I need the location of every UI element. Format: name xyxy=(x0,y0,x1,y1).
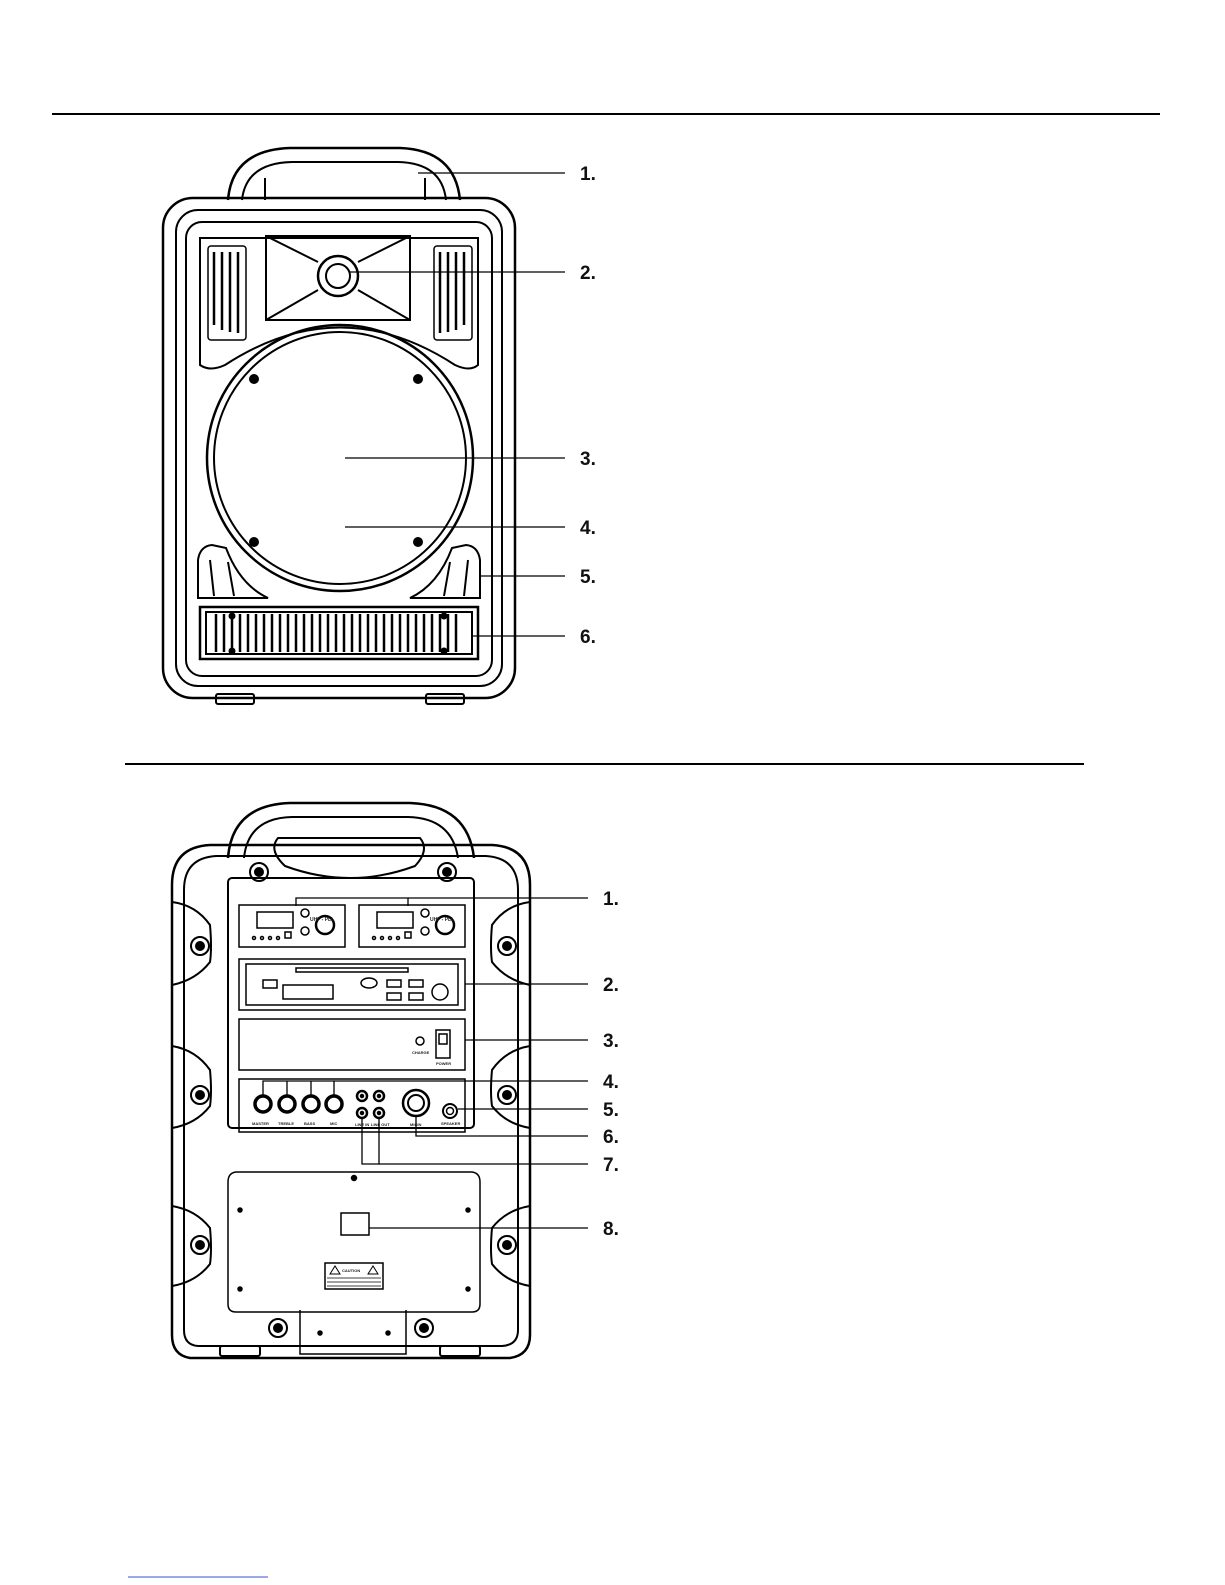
charge-label: CHARGE xyxy=(412,1050,430,1055)
rear-callout-4: 4. xyxy=(603,1072,619,1093)
front-callout-2: 2. xyxy=(580,263,596,284)
rear-power-module xyxy=(239,1019,465,1070)
front-side-vents-left xyxy=(208,246,246,340)
front-side-vents-right xyxy=(434,246,472,340)
mic-label: MIC xyxy=(330,1121,337,1126)
front-bottom-grille xyxy=(200,607,478,659)
rear-callout-7: 7. xyxy=(603,1155,619,1176)
front-callout-4: 4. xyxy=(580,518,596,539)
front-callouts: 1. 2. 3. 4. 5. 6. xyxy=(580,164,596,648)
rear-control-frame xyxy=(228,878,474,1128)
master-label: MASTER xyxy=(252,1121,269,1126)
speaker-label: SPEAKER xyxy=(441,1121,460,1126)
caution-label: CAUTION xyxy=(342,1268,360,1273)
front-callout-1: 1. xyxy=(580,164,596,185)
rear-cabinet xyxy=(172,845,530,1358)
rear-callout-8: 8. xyxy=(603,1219,619,1240)
front-grille-arch xyxy=(200,238,478,369)
rear-callout-2: 2. xyxy=(603,975,619,996)
front-callout-6: 6. xyxy=(580,627,596,648)
rear-media-player xyxy=(239,959,465,1010)
rear-callout-1: 1. xyxy=(603,889,619,910)
front-tweeter-horn xyxy=(266,236,410,320)
bass-label: BASS xyxy=(304,1121,315,1126)
rear-callouts: 1. 2. 3. 4. 5. 6. 7. 8. xyxy=(603,889,619,1240)
rear-handle xyxy=(228,803,474,858)
uhf-label-2: UHF - PLL xyxy=(430,917,454,923)
rear-callout-3: 3. xyxy=(603,1031,619,1052)
rear-battery-panel xyxy=(228,1172,480,1354)
power-label: POWER xyxy=(436,1061,451,1066)
rear-callout-6: 6. xyxy=(603,1127,619,1148)
rear-mixer-module xyxy=(239,1079,465,1132)
front-view xyxy=(163,148,515,704)
rear-callout-5: 5. xyxy=(603,1100,619,1121)
uhf-label-1: UHF - PLL xyxy=(310,917,334,923)
front-callout-3: 3. xyxy=(580,449,596,470)
treble-label: TREBLE xyxy=(278,1121,294,1126)
rear-wireless-receivers xyxy=(239,905,465,947)
line-out-label: LINE OUT xyxy=(371,1122,390,1127)
front-callout-5: 5. xyxy=(580,567,596,588)
